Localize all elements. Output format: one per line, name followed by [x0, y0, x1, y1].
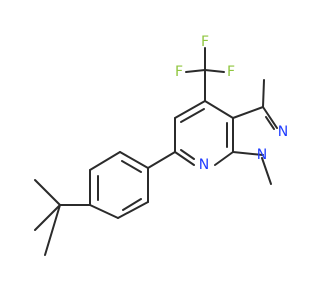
bond	[232, 151, 264, 156]
bond	[119, 151, 149, 169]
bond	[232, 106, 264, 119]
methyl-bond-upper	[262, 79, 265, 108]
bond	[174, 151, 195, 166]
pyrazolopyridine-core	[174, 100, 278, 166]
atom-n-pyrazole-lower: N	[257, 147, 267, 163]
double-bond-inner	[180, 108, 205, 123]
methyl-bond-lower	[261, 157, 272, 185]
atom-f-right: F	[227, 64, 235, 80]
atom-f-top: F	[201, 34, 209, 50]
bond-f-right	[204, 69, 225, 73]
atom-f-left: F	[175, 64, 183, 80]
bond	[89, 151, 121, 171]
bond	[44, 204, 61, 256]
bond	[262, 106, 278, 129]
bond-aryl-link	[147, 151, 176, 169]
bond	[174, 100, 206, 119]
double-bond-inner	[122, 198, 142, 211]
atom-n-pyridine: N	[199, 157, 209, 173]
bond	[34, 179, 61, 206]
bond	[89, 204, 119, 219]
double-bond-inner	[121, 160, 142, 173]
phenyl-ring	[89, 151, 149, 219]
molecule-structure: F F F N N N	[34, 34, 288, 256]
bond-f-left	[185, 69, 206, 73]
tert-butyl-group	[34, 179, 91, 256]
atom-n-pyrazole-upper: N	[278, 124, 288, 140]
bond	[117, 201, 149, 219]
trifluoromethyl-group	[185, 47, 225, 102]
bond	[34, 204, 61, 231]
bond	[214, 151, 234, 166]
double-bond-inner	[265, 116, 275, 130]
bond	[204, 100, 234, 119]
double-bond-inner	[180, 149, 195, 160]
